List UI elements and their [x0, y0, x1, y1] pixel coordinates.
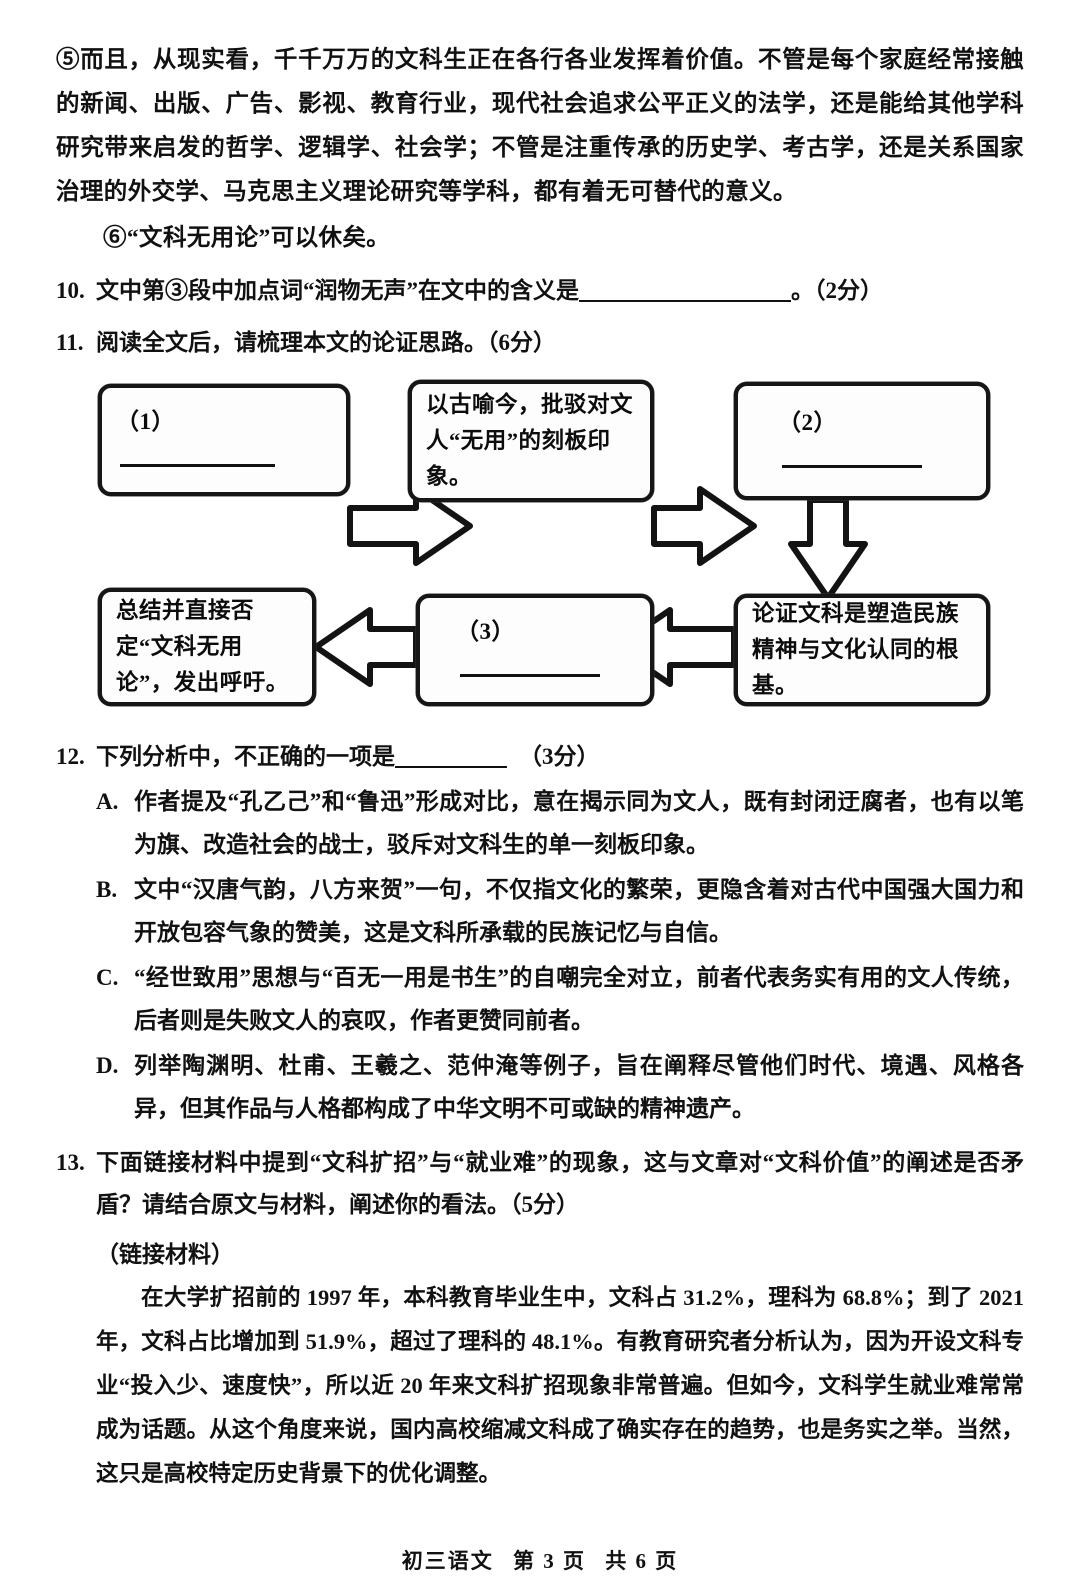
question-12-answer-blank[interactable]: [395, 748, 507, 768]
flowchart-box-1-blank[interactable]: [120, 451, 275, 467]
question-13-number: 13.: [56, 1150, 85, 1175]
question-10: 10. 文中第③段中加点词“润物无声”在文中的含义是 。（2分）: [56, 270, 1024, 312]
option-a[interactable]: A. 作者提及“孔乙己”和“鲁迅”形成对比，意在揭示同为文人，既有封闭迂腐者，也…: [56, 780, 1024, 866]
flowchart-box-3-label: （2）: [778, 410, 837, 435]
question-10-answer-blank[interactable]: [579, 282, 791, 302]
footer-total: 共 6 页: [605, 1549, 679, 1573]
linked-material-paragraph: 在大学扩招前的 1997 年，本科教育毕业生中，文科占 31.2%，理科为 68…: [96, 1285, 1024, 1486]
flowchart-box-2[interactable]: 以古喻今，批驳对文人“无用”的刻板印象。: [408, 380, 654, 502]
flowchart-box-1[interactable]: （1）: [98, 384, 350, 496]
flowchart-box-3-blank[interactable]: [782, 452, 922, 468]
arrow-b5-to-b6: [313, 607, 419, 687]
footer-subject: 初三语文: [401, 1549, 494, 1573]
linked-material-title: （链接材料）: [96, 1242, 234, 1267]
flowchart-box-5-blank[interactable]: [460, 661, 600, 677]
article-body: ⑤而且，从现实看，千千万万的文科生正在各行各业发挥着价值。不管是每个家庭经常接触…: [56, 38, 1024, 260]
question-10-body: 文中第③段中加点词“润物无声”在文中的含义是 。（2分）: [96, 270, 1024, 312]
question-12-score: （3分）: [519, 744, 600, 769]
flowchart-box-3[interactable]: （2）: [734, 382, 990, 500]
option-a-letter: A.: [96, 789, 119, 814]
arrow-b2-to-b3: [651, 486, 757, 566]
option-d-letter: D.: [96, 1053, 119, 1078]
flowchart-box-5[interactable]: （3）: [416, 594, 654, 706]
option-a-text: 作者提及“孔乙己”和“鲁迅”形成对比，意在揭示同为文人，既有封闭迂腐者，也有以笔…: [134, 789, 1024, 857]
arrow-b3-to-b4: [788, 497, 868, 601]
question-12-body: 下列分析中，不正确的一项是 （3分）: [96, 736, 1024, 778]
option-b[interactable]: B. 文中“汉唐气韵，八方来贺”一句，不仅指文化的繁荣，更隐含着对古代中国强大国…: [56, 868, 1024, 954]
question-10-stem: 文中第③段中加点词“润物无声”在文中的含义是: [96, 278, 579, 303]
footer-page: 第 3 页: [513, 1549, 586, 1573]
flowchart-box-6[interactable]: 总结并直接否定“文科无用论”，发出呼吁。: [98, 588, 316, 706]
question-10-number: 10.: [56, 278, 85, 303]
question-12-number: 12.: [56, 744, 85, 769]
question-13: 13. 下面链接材料中提到“文科扩招”与“就业难”的现象，这与文章对“文科价值”…: [56, 1142, 1024, 1226]
flowchart-box-4[interactable]: 论证文科是塑造民族精神与文化认同的根基。: [734, 594, 990, 706]
question-11: 11. 阅读全文后，请梳理本文的论证思路。（6分）: [56, 322, 1024, 364]
question-11-number: 11.: [56, 330, 84, 355]
option-b-text: 文中“汉唐气韵，八方来贺”一句，不仅指文化的繁荣，更隐含着对古代中国强大国力和开…: [134, 877, 1024, 945]
page-footer: 初三语文 第 3 页 共 6 页: [0, 1545, 1080, 1575]
option-c[interactable]: C. “经世致用”思想与“百无一用是书生”的自嘲完全对立，前者代表务实有用的文人…: [56, 956, 1024, 1042]
flowchart-box-2-text: 以古喻今，批驳对文人“无用”的刻板印象。: [426, 392, 634, 489]
question-12-stem: 下列分析中，不正确的一项是: [96, 744, 395, 769]
option-d[interactable]: D. 列举陶渊明、杜甫、王羲之、范仲淹等例子，旨在阐释尽管他们时代、境遇、风格各…: [56, 1044, 1024, 1130]
argument-flowchart: （1） 以古喻今，批驳对文人“无用”的刻板印象。 （2） 论证文科是塑造民族精神…: [98, 376, 1028, 706]
question-12: 12. 下列分析中，不正确的一项是 （3分）: [56, 736, 1024, 778]
article-paragraph-6: ⑥“文科无用论”可以休矣。: [103, 225, 391, 251]
option-b-letter: B.: [96, 877, 118, 902]
question-11-text: 阅读全文后，请梳理本文的论证思路。（6分）: [96, 330, 556, 355]
question-10-score: 。（2分）: [791, 278, 883, 303]
flowchart-box-1-label: （1）: [116, 409, 175, 434]
option-c-text: “经世致用”思想与“百无一用是书生”的自嘲完全对立，前者代表务实有用的文人传统，…: [134, 965, 1024, 1033]
option-d-text: 列举陶渊明、杜甫、王羲之、范仲淹等例子，旨在阐释尽管他们时代、境遇、风格各异，但…: [134, 1053, 1024, 1121]
flowchart-box-5-label: （3）: [456, 619, 515, 644]
article-paragraph-5: ⑤而且，从现实看，千千万万的文科生正在各行各业发挥着价值。不管是每个家庭经常接触…: [56, 47, 1024, 205]
option-c-letter: C.: [96, 965, 119, 990]
question-13-text: 下面链接材料中提到“文科扩招”与“就业难”的现象，这与文章对“文科价值”的阐述是…: [96, 1150, 1024, 1217]
flowchart-box-6-text: 总结并直接否定“文科无用论”，发出呼吁。: [116, 598, 289, 695]
flowchart-box-4-text: 论证文科是塑造民族精神与文化认同的根基。: [752, 601, 960, 698]
